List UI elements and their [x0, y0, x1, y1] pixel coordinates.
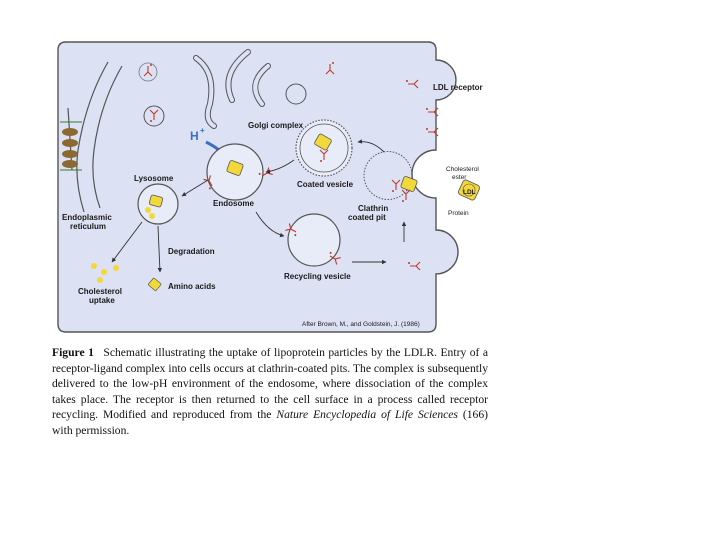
- label-degradation: Degradation: [168, 247, 215, 256]
- coated-vesicle: [296, 120, 352, 176]
- ldlr-uptake-diagram: H +: [0, 0, 720, 340]
- caption-source-title: Nature Encyclopedia of Life Sciences: [276, 408, 458, 421]
- label-cholesterol-uptake-1: Cholesterol: [78, 287, 122, 296]
- label-clathrin-2: coated pit: [348, 213, 386, 222]
- label-protein: Protein: [448, 210, 469, 217]
- label-cholesterol-ester-2: ester: [452, 174, 467, 181]
- label-amino-acids: Amino acids: [168, 282, 216, 291]
- lysosome: [138, 184, 178, 224]
- label-ldl: LDL: [463, 189, 476, 196]
- label-golgi-complex: Golgi complex: [248, 121, 304, 130]
- label-credit: After Brown, M., and Goldstein, J. (1986…: [302, 321, 420, 328]
- label-er-2: reticulum: [70, 222, 106, 231]
- h-plus-label: H: [190, 129, 199, 143]
- label-coated-vesicle: Coated vesicle: [297, 180, 354, 189]
- label-lysosome: Lysosome: [134, 174, 174, 183]
- label-endosome: Endosome: [213, 199, 254, 208]
- label-clathrin-1: Clathrin: [358, 204, 388, 213]
- figure-caption: Figure 1 Schematic illustrating the upta…: [52, 345, 488, 439]
- label-cholesterol-ester-1: Cholesterol: [446, 166, 479, 173]
- figure-label: Figure 1: [52, 346, 94, 359]
- label-er-1: Endoplasmic: [62, 213, 112, 222]
- label-ldl-receptor: LDL receptor: [433, 83, 483, 92]
- h-plus-superscript: +: [200, 126, 205, 135]
- label-recycling-vesicle: Recycling vesicle: [284, 272, 351, 281]
- label-cholesterol-uptake-2: uptake: [89, 296, 115, 305]
